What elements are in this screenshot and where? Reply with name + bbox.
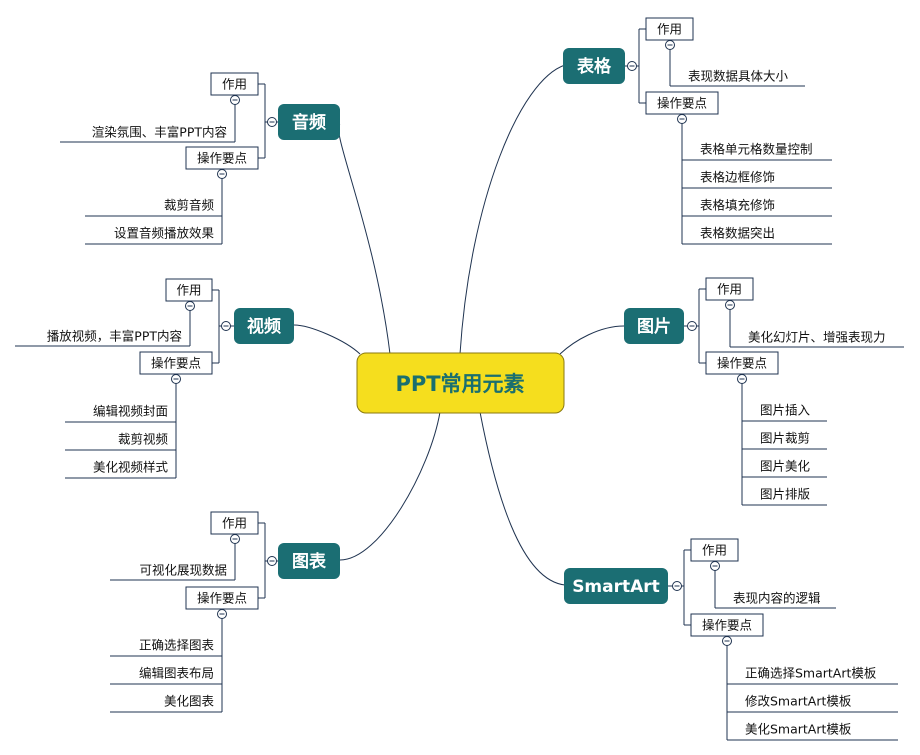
smartart-ops-item: 正确选择SmartArt模板 <box>745 666 877 681</box>
picture-role-label-box <box>705 277 754 301</box>
topic-table-box <box>563 48 625 84</box>
link-central-audio <box>338 123 391 355</box>
topic-video[interactable]: 视频 <box>234 308 294 344</box>
topic-picture[interactable]: 图片 <box>624 308 684 344</box>
topic-video-box <box>234 308 294 344</box>
table-ops-item: 表格数据突出 <box>700 226 775 241</box>
picture-ops-item: 图片排版 <box>760 487 811 502</box>
smartart-role-label-box <box>690 538 739 562</box>
chart-ops-label: 操作要点 <box>197 591 247 606</box>
topic-picture-box <box>624 308 684 344</box>
smartart-role-item: 表现内容的逻辑 <box>733 591 821 606</box>
picture-ops-item: 图片插入 <box>760 403 811 418</box>
audio-role-label: 作用 <box>222 77 247 92</box>
topic-picture-label: 图片 <box>637 316 671 337</box>
smartart-role-label: 作用 <box>702 543 727 558</box>
video-ops-item: 美化视频样式 <box>93 460 169 475</box>
video-role-label-box <box>165 278 213 302</box>
smartart-ops-item: 美化SmartArt模板 <box>745 722 852 737</box>
table-role-label: 作用 <box>657 22 682 37</box>
central-topic[interactable]: PPT常用元素 <box>356 352 565 414</box>
connector-lines <box>15 28 904 741</box>
topic-smartart-label: SmartArt <box>572 577 660 597</box>
link-central-smartart <box>479 411 566 586</box>
link-central-video <box>293 324 361 355</box>
link-central-picture <box>559 325 625 355</box>
picture-role-item: 美化幻灯片、增强表现力 <box>748 330 886 345</box>
audio-ops-item: 裁剪音频 <box>164 198 215 213</box>
chart-ops-item: 正确选择图表 <box>139 638 215 653</box>
central-topic-label: PPT常用元素 <box>395 372 524 396</box>
audio-ops-label: 操作要点 <box>197 151 247 166</box>
table-ops-item: 表格边框修饰 <box>700 170 775 185</box>
chart-ops-item: 编辑图表布局 <box>139 666 214 681</box>
picture-role-label: 作用 <box>717 282 742 297</box>
topic-video-label: 视频 <box>247 316 281 337</box>
link-central-table <box>459 64 566 355</box>
chart-role-item: 可视化展现数据 <box>139 563 227 578</box>
nodes: PPT常用元素作用操作要点音频渲染氛围、丰富PPT内容裁剪音频设置音频播放效果作… <box>47 17 886 737</box>
topic-smartart[interactable]: SmartArt <box>564 568 668 604</box>
video-ops-item: 裁剪视频 <box>118 432 169 447</box>
topic-audio[interactable]: 音频 <box>278 104 340 140</box>
table-ops-item: 表格单元格数量控制 <box>700 142 813 157</box>
chart-role-label-box <box>210 511 259 535</box>
table-role-label-box <box>645 17 694 41</box>
picture-ops-item: 图片裁剪 <box>760 431 810 446</box>
picture-ops-label: 操作要点 <box>717 356 767 371</box>
picture-ops-item: 图片美化 <box>760 459 811 474</box>
topic-table-label: 表格 <box>577 56 612 77</box>
topic-smartart-box <box>564 568 668 604</box>
topic-audio-label: 音频 <box>292 112 326 133</box>
topic-chart-box <box>278 543 340 579</box>
chart-role-label: 作用 <box>222 516 247 531</box>
topic-chart-label: 图表 <box>292 551 327 572</box>
audio-role-label-box <box>210 72 259 96</box>
table-role-item: 表现数据具体大小 <box>688 69 789 84</box>
smartart-ops-label: 操作要点 <box>702 618 752 633</box>
chart-ops-item: 美化图表 <box>164 694 215 709</box>
smartart-ops-item: 修改SmartArt模板 <box>745 694 852 709</box>
video-role-label: 作用 <box>176 283 201 298</box>
video-ops-item: 编辑视频封面 <box>93 404 168 419</box>
video-role-item: 播放视频，丰富PPT内容 <box>47 329 182 344</box>
topic-table[interactable]: 表格 <box>563 48 625 84</box>
audio-role-item: 渲染氛围、丰富PPT内容 <box>92 125 227 140</box>
table-ops-label: 操作要点 <box>657 96 707 111</box>
topic-chart[interactable]: 图表 <box>278 543 340 579</box>
link-central-chart <box>339 411 441 561</box>
central-topic-box <box>356 352 565 414</box>
video-ops-label: 操作要点 <box>151 356 201 371</box>
table-ops-item: 表格填充修饰 <box>700 198 775 213</box>
topic-audio-box <box>278 104 340 140</box>
audio-ops-item: 设置音频播放效果 <box>114 226 215 241</box>
